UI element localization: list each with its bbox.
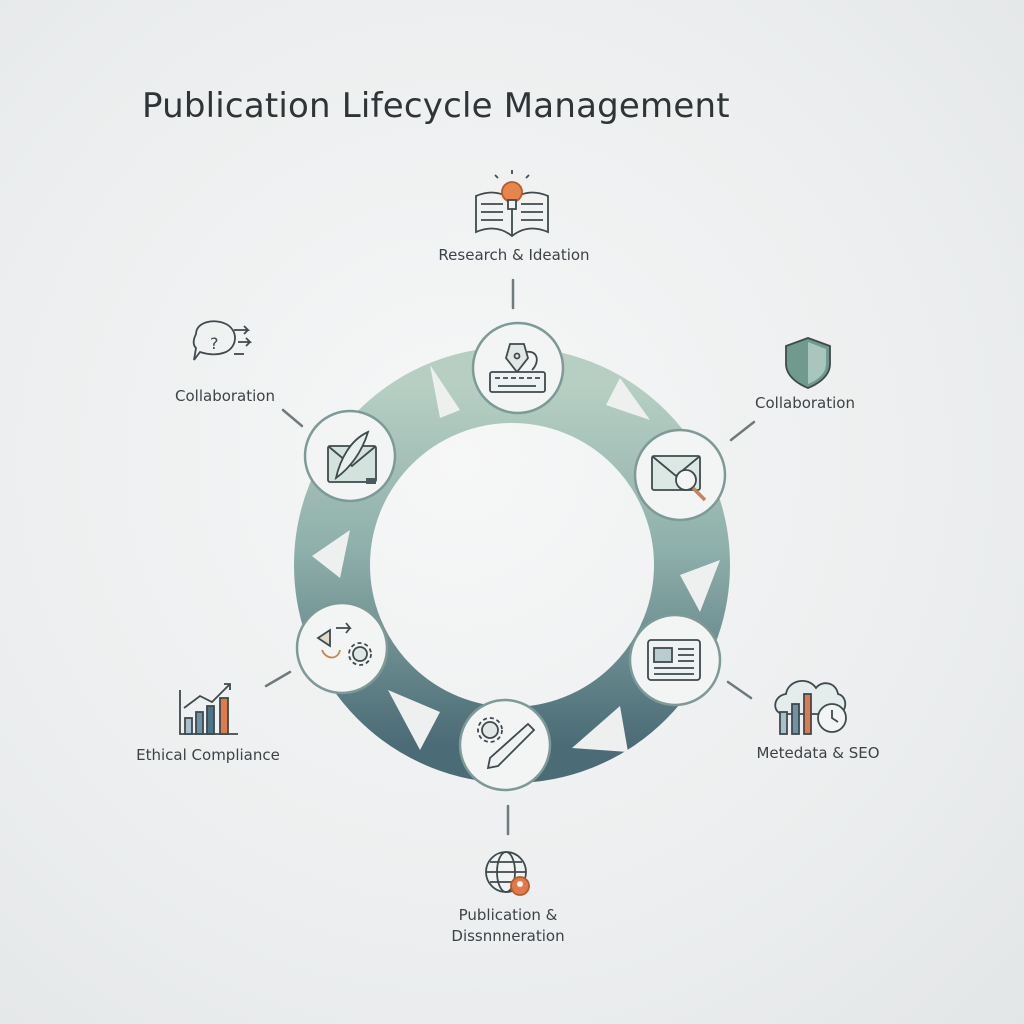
- stage-label-research-ideation: Research & Ideation: [438, 246, 590, 264]
- shield-icon: [785, 337, 831, 389]
- newspaper-icon: [647, 639, 701, 681]
- bar-chart-icon: [179, 683, 238, 735]
- book-lightbulb-icon: [475, 170, 549, 238]
- envelope-magnifier-icon: [651, 455, 707, 502]
- connector-lines: [264, 278, 756, 836]
- svg-text:?: ?: [210, 334, 219, 353]
- stage-label-publication-line1: Publication &: [458, 906, 558, 924]
- pen-nib-keyboard-icon: [489, 343, 546, 393]
- stage-label-collaboration-left: Collaboration: [175, 387, 275, 405]
- speech-bubbles-icon: ?: [192, 320, 253, 361]
- stage-label-ethical-compliance: Ethical Compliance: [136, 746, 280, 764]
- stage-label-publication-line2: Dissnnneration: [451, 927, 565, 945]
- stage-label-metadata-seo: Metedata & SEO: [756, 744, 880, 762]
- ring-chevrons: [312, 365, 720, 752]
- page-title: Publication Lifecycle Management: [142, 86, 730, 126]
- stage-label-collaboration-right: Collaboration: [755, 394, 855, 412]
- gear-pencil-icon: [477, 717, 536, 770]
- globe-icon: [485, 851, 530, 896]
- cloud-chart-clock-icon: [774, 680, 847, 735]
- arrows-gear-icon: [316, 622, 372, 666]
- envelope-feather-icon: [327, 430, 377, 484]
